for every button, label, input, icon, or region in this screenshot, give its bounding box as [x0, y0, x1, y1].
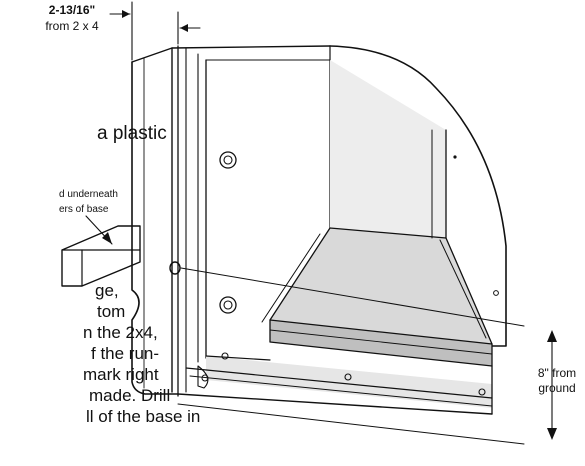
- inner-recess: [261, 60, 493, 367]
- body-line-2: tom: [97, 302, 125, 321]
- body-line-4: f the run-: [91, 344, 159, 363]
- plastic-text: a plastic: [97, 123, 167, 144]
- small-note-line-1: d underneath: [59, 189, 118, 200]
- body-line-1: ge,: [95, 281, 119, 300]
- dimension-lines: [85, 1, 557, 445]
- base-side-wall: [131, 47, 179, 395]
- body-line-6: made. Drill: [89, 386, 170, 405]
- mounting-bolts: [219, 151, 499, 314]
- small-note-line-2: ers of base: [59, 204, 109, 215]
- body-line-3: n the 2x4,: [83, 323, 158, 342]
- body-line-5: mark right: [83, 365, 159, 384]
- top-dim-label-1: 2-13/16": [49, 3, 95, 17]
- bottom-runner: [177, 352, 493, 415]
- top-dim-label-2: from 2 x 4: [45, 19, 99, 33]
- right-dim-label-2: ground: [538, 381, 575, 395]
- annotation-texts: 2-13/16" from 2 x 4 a plastic d undernea…: [45, 3, 576, 426]
- right-dim-label-1: 8" from: [538, 366, 576, 380]
- body-line-7: ll of the base in: [86, 407, 200, 426]
- two-by-four-board: [61, 225, 141, 287]
- drill-hole-marker: [169, 261, 181, 275]
- base-front-panel: [171, 45, 331, 397]
